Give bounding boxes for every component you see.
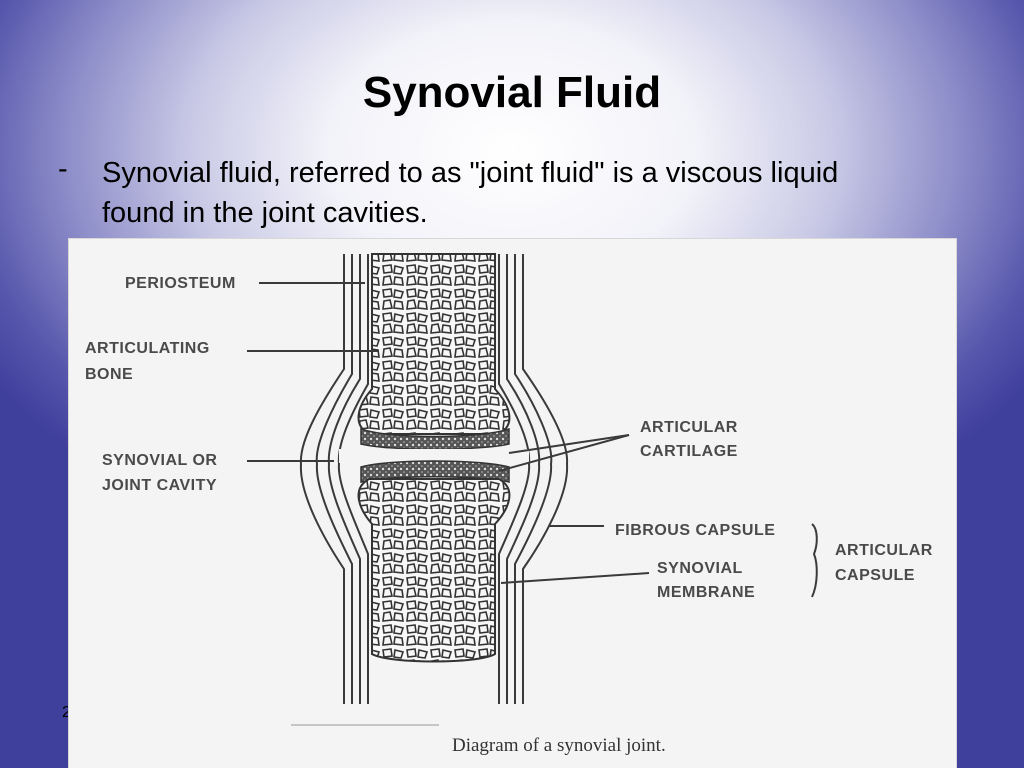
- capsule-brace: [811, 523, 818, 598]
- capsule-left-lines: [299, 254, 369, 704]
- label-synovial-membrane-line2: MEMBRANE: [657, 584, 755, 601]
- page-number: 2: [62, 704, 71, 721]
- label-periosteum: PERIOSTEUM: [125, 275, 236, 292]
- label-joint-cavity-line2: JOINT CAVITY: [102, 477, 217, 494]
- leader-lines: [247, 282, 650, 584]
- label-articulating-bone-line2: BONE: [85, 366, 133, 383]
- label-fibrous-capsule: FIBROUS CAPSULE: [615, 522, 775, 539]
- label-synovial-membrane-line1: SYNOVIAL: [657, 560, 743, 577]
- label-articular-cartilage-line1: ARTICULAR: [640, 419, 738, 436]
- diagram-caption: Diagram of a synovial joint.: [452, 735, 666, 756]
- synovial-joint-diagram: PERIOSTEUM ARTICULATING BONE SYNOVIAL OR…: [69, 239, 956, 768]
- label-joint-cavity-line1: SYNOVIAL OR: [102, 452, 217, 469]
- bullet-marker: -: [58, 153, 68, 185]
- slide-title: Synovial Fluid: [362, 68, 662, 117]
- lower-bone: [357, 478, 511, 663]
- label-articular-capsule-line2: CAPSULE: [835, 567, 915, 584]
- capsule-right-lines: [498, 254, 569, 704]
- joint-cavity: [339, 449, 529, 463]
- label-articulating-bone-line1: ARTICULATING: [85, 340, 210, 357]
- upper-bone: [357, 253, 511, 435]
- bullet-text: Synovial fluid, referred to as "joint fl…: [102, 157, 839, 229]
- label-articular-cartilage-line2: CARTILAGE: [640, 443, 738, 460]
- upper-cartilage: [360, 427, 510, 450]
- label-articular-capsule-line1: ARTICULAR: [835, 542, 933, 559]
